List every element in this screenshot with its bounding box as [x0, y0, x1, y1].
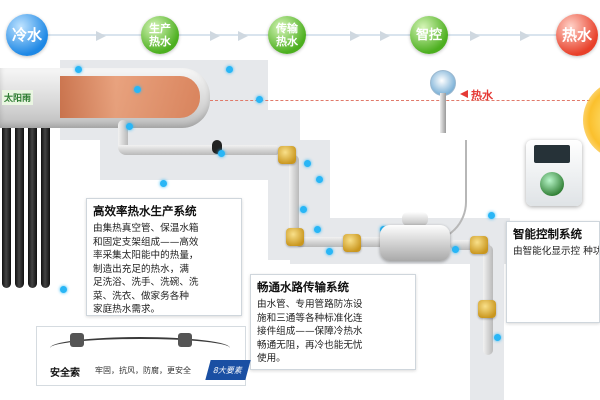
vacuum-tube: [15, 128, 24, 288]
hot-water-arrow-icon: [460, 90, 468, 98]
vacuum-tube: [2, 128, 11, 288]
flow-node: [300, 206, 307, 213]
safety-cable-desc: 牢固，抗风，防腐，更安全: [95, 366, 191, 375]
brand-label: 太阳雨: [2, 90, 34, 105]
flow-node: [60, 286, 67, 293]
pipe-insulation: [212, 140, 222, 154]
transport-system-box: 畅通水路传输系统 由水管、专用管路防冻设 施和三通等各种标准化连 接件组成——保…: [250, 274, 416, 370]
safety-cable-wire: [50, 337, 230, 359]
flow-arrow: [96, 31, 106, 41]
stage-produce-hot-water: 生产 热水: [141, 16, 179, 54]
sun-glow: [583, 80, 600, 160]
flow-node: [218, 150, 225, 157]
control-system-title: 智能控制系统: [513, 227, 582, 241]
flow-node: [226, 66, 233, 73]
control-system-box: 智能控制系统 由智能化显示控 种功能先进的控 —保障太阳能各 其职，整机高效 方…: [506, 221, 600, 323]
flow-node: [488, 212, 495, 219]
brass-elbow-fitting: [286, 228, 304, 246]
vacuum-tube: [28, 128, 37, 288]
flow-arrow: [470, 31, 480, 41]
flow-arrow: [238, 31, 248, 41]
flow-node: [326, 248, 333, 255]
brass-union-fitting: [343, 234, 361, 252]
transport-system-body: 由水管、专用管路防冻设 施和三通等各种标准化连 接件组成——保障冷热水 畅通无阻…: [257, 299, 363, 364]
flow-node: [304, 160, 311, 167]
safety-cable-clamp-icon: [70, 333, 84, 347]
hot-water-label: 热水: [471, 89, 493, 102]
flow-arrow: [520, 31, 530, 41]
safety-cable-tag: 8大要素: [205, 360, 251, 380]
safety-cable-tag-text: 8大要素: [212, 365, 244, 375]
vacuum-tube: [41, 128, 50, 288]
production-system-body: 由集热真空管、保温水箱 和固定支架组成——高效 率采集太阳能中的热量， 制造出充…: [93, 223, 199, 315]
pipe-segment: [118, 120, 128, 150]
flow-node: [256, 96, 263, 103]
flow-arrow: [350, 31, 360, 41]
stage-transport-label: 传输 热水: [276, 22, 298, 48]
safety-cable-clamp-icon: [178, 333, 192, 347]
hot-water-dashed-line: [210, 100, 590, 101]
flow-node: [314, 226, 321, 233]
flow-arrow: [210, 31, 220, 41]
flow-node: [134, 86, 141, 93]
stage-control-label: 智控: [415, 27, 442, 43]
pipe-segment: [289, 155, 299, 235]
flow-node: [126, 123, 133, 130]
vacuum-tubes: [0, 128, 60, 288]
stage-cold-water: 冷水: [6, 14, 48, 56]
stage-smart-control: 智控: [410, 16, 448, 54]
production-system-box: 高效率热水生产系统 由集热真空管、保温水箱 和固定支架组成——高效 率采集太阳能…: [86, 198, 242, 316]
shower-head-icon: [430, 70, 456, 96]
stage-transport-hot-water: 传输 热水: [268, 16, 306, 54]
brass-elbow-fitting: [470, 236, 488, 254]
controller-knob-icon: [540, 172, 564, 196]
pipe-segment: [118, 145, 278, 155]
pipe-channel: [238, 60, 268, 110]
mixing-valve-handle: [402, 212, 428, 226]
safety-cable-title: 安全索: [50, 368, 80, 379]
brass-tee-fitting: [478, 300, 496, 318]
flow-node: [452, 246, 459, 253]
water-tank: [0, 68, 210, 128]
brass-elbow-fitting: [278, 146, 296, 164]
mixing-valve: [380, 225, 450, 261]
shower-arm: [440, 93, 446, 133]
stage-hot-label: 热水: [561, 25, 592, 44]
tank-heat-core: [60, 76, 200, 118]
stage-hot-water: 热水: [556, 14, 598, 56]
pipe-segment: [295, 237, 385, 247]
control-system-body: 由智能化显示控 种功能先进的控 —保障太阳能各 其职，整机高效 方便，安全无忧: [513, 246, 599, 257]
flow-node: [75, 66, 82, 73]
flow-arrow: [380, 31, 390, 41]
stage-production-label: 生产 热水: [149, 22, 171, 48]
transport-system-title: 畅通水路传输系统: [257, 280, 349, 294]
production-system-title: 高效率热水生产系统: [93, 204, 197, 218]
flow-node: [160, 180, 167, 187]
stage-cold-label: 冷水: [11, 25, 42, 44]
flow-node: [494, 334, 501, 341]
flow-node: [316, 176, 323, 183]
controller-screen: [534, 145, 570, 163]
